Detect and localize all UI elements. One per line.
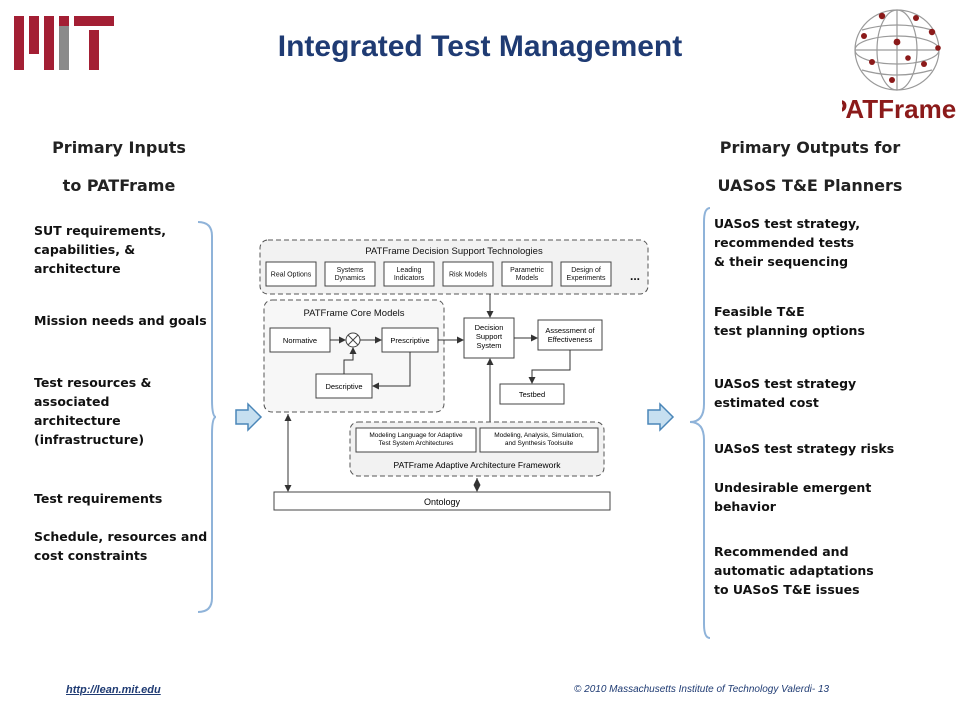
ontology-label: Ontology: [424, 497, 461, 507]
output-item: Recommended and automatic adaptations to…: [714, 544, 874, 597]
dst-title: PATFrame Decision Support Technologies: [365, 246, 543, 257]
aaf-modeling-language-box: [355, 427, 477, 453]
assessment-box: [537, 319, 603, 351]
patframe-architecture-diagram: PATFrame Decision Support Technologies R…: [259, 239, 649, 511]
input-item: Schedule, resources and cost constraints: [34, 529, 208, 563]
aaf-toolsuite-box: [479, 427, 599, 453]
prescriptive-box: [381, 327, 439, 353]
testbed-label: Testbed: [519, 390, 545, 399]
ontology-box: [273, 491, 611, 511]
input-arrow-icon: [235, 402, 263, 432]
dst-ellipsis: ...: [630, 269, 640, 283]
patframe-logo: PATFrame: [842, 9, 956, 124]
page-title: Integrated Test Management: [277, 30, 683, 63]
output-item: UASoS test strategy estimated cost: [714, 376, 857, 410]
input-item: Mission needs and goals: [34, 313, 207, 328]
inputs-heading-line1: Primary Inputs: [52, 138, 186, 157]
inputs-heading-line2: to PATFrame: [62, 176, 176, 195]
output-item: Undesirable emergent behavior: [714, 480, 872, 514]
dst-item-label: Real Options: [271, 272, 312, 279]
output-item: UASoS test strategy risks: [714, 441, 895, 456]
dst-item-box: [324, 261, 376, 287]
dst-item-box: [383, 261, 435, 287]
dst-item-box: [442, 261, 494, 287]
core-models-title: PATFrame Core Models: [303, 308, 404, 319]
descriptive-box: [315, 373, 373, 399]
footer-copyright: © 2010 Massachusetts Institute of Techno…: [574, 684, 830, 695]
output-item: UASoS test strategy, recommended tests &…: [714, 216, 860, 269]
dst-item-box: [265, 261, 317, 287]
outputs-heading-line2: UASoS T&E Planners: [717, 176, 903, 195]
aaf-toolsuite-label: Modeling, Analysis, Simulation,and Synth…: [494, 432, 584, 447]
patframe-brand-text: PATFrame: [842, 94, 956, 124]
mit-logo: [14, 16, 114, 70]
input-item: SUT requirements, capabilities, & archit…: [34, 223, 167, 276]
inputs-bracket: [197, 221, 217, 613]
descriptive-label: Descriptive: [325, 382, 362, 391]
aaf-title: PATFrame Adaptive Architecture Framework: [394, 460, 562, 470]
prescriptive-label: Prescriptive: [390, 336, 429, 345]
output-item: Feasible T&E test planning options: [714, 304, 865, 338]
dst-item-box: [501, 261, 553, 287]
dst-item-box: [560, 261, 612, 287]
input-item: Test requirements: [34, 491, 163, 506]
outputs-bracket: [689, 207, 711, 639]
footer-url-link[interactable]: http://lean.mit.edu: [66, 684, 161, 696]
testbed-box: [499, 383, 565, 405]
input-item: Test resources & associated architecture…: [34, 375, 152, 447]
outputs-heading-line1: Primary Outputs for: [719, 138, 901, 157]
output-arrow-icon: [647, 402, 675, 432]
decision-support-system-box: [463, 317, 515, 359]
dst-item-label: Risk Models: [449, 272, 488, 279]
normative-label: Normative: [283, 336, 317, 345]
